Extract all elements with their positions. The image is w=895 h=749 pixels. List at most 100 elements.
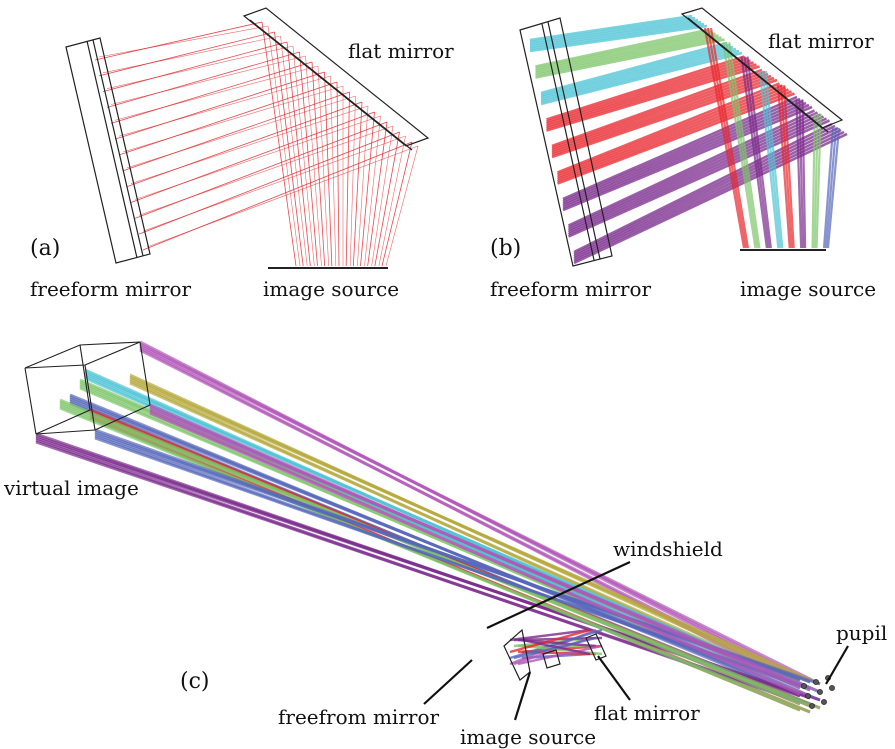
ray — [367, 121, 388, 267]
panel-b-image-source-label: image source — [740, 277, 876, 301]
panel-a-image-source-label: image source — [263, 277, 399, 301]
ray-bundle — [149, 407, 821, 694]
ray — [122, 91, 350, 172]
ray-bundle — [540, 49, 740, 104]
panel-c-flat-mirror-label: flat mirror — [594, 701, 700, 725]
ray-bundle — [813, 113, 819, 249]
panel-c-image-source-label: image source — [460, 725, 596, 749]
panel-c-pupil-points — [801, 675, 835, 709]
ray-bundle — [764, 70, 784, 249]
ray-bundle — [59, 402, 821, 710]
pupil-point — [817, 689, 823, 695]
panel-c-pupil-label: pupil — [836, 621, 887, 645]
ray-bundle — [540, 47, 737, 101]
ray — [349, 95, 356, 267]
ray-bundle — [509, 628, 591, 654]
panel-a-flat-mirror — [242, 7, 430, 151]
ray — [114, 65, 319, 121]
ray — [118, 75, 331, 137]
ray-bundle — [706, 27, 748, 249]
ray — [357, 105, 369, 267]
ray-bundle — [758, 70, 780, 249]
ray — [381, 141, 413, 267]
ray-bundle — [740, 56, 768, 249]
pupil-point — [813, 679, 819, 685]
ray — [292, 45, 315, 267]
ray — [274, 31, 304, 267]
ray — [118, 81, 338, 156]
ray-bundle — [801, 99, 807, 249]
panel-a-rays — [94, 21, 419, 267]
panel-c-virtual-image-box — [24, 341, 151, 435]
ray-bundle — [529, 16, 696, 44]
ray-bundle — [562, 99, 804, 205]
ray-bundle — [567, 113, 822, 232]
ray-bundle — [535, 36, 722, 77]
ray — [261, 21, 297, 267]
ray-bundle — [529, 20, 702, 48]
ray-bundle — [573, 122, 833, 254]
ray-bundle — [567, 109, 816, 227]
ray-bundle — [529, 18, 699, 46]
ray — [114, 71, 325, 140]
ray-bundle — [540, 45, 734, 99]
panel-b-freeform-mirror — [519, 17, 613, 267]
ray — [385, 145, 419, 267]
ray-bundle — [822, 127, 835, 249]
ray — [360, 111, 375, 267]
ray — [305, 55, 322, 267]
ray-bundle — [149, 411, 811, 698]
panel-a: flat mirror (a) freeform mirror image so… — [30, 7, 454, 301]
ray-bundle — [517, 644, 603, 666]
ray-bundle — [551, 74, 772, 154]
ray-bundle — [795, 99, 803, 249]
ray — [142, 135, 406, 232]
ray — [110, 61, 313, 124]
ray — [134, 115, 381, 200]
ray-bundle — [551, 78, 778, 159]
ray — [371, 125, 394, 267]
ray-bundle — [540, 43, 731, 97]
pupil-point — [829, 685, 835, 691]
ray — [336, 81, 340, 267]
ray — [106, 45, 294, 89]
panel-a-freeform-mirror — [65, 37, 151, 264]
ray-bundle — [815, 113, 822, 249]
ray-bundle — [709, 27, 750, 249]
panel-a-flat-mirror-label: flat mirror — [348, 39, 454, 63]
ray — [364, 115, 381, 267]
ray-bundle — [535, 38, 725, 79]
ray-bundle — [811, 113, 816, 249]
panel-b-freeform-mirror-label: freeform mirror — [490, 277, 651, 301]
pupil-point — [809, 703, 815, 709]
panel-c-windshield-label: windshield — [613, 537, 723, 561]
ray-bundle — [562, 95, 798, 201]
ray-bundle — [573, 124, 836, 256]
ray — [130, 111, 375, 203]
panel-c: virtual image windshield (c) freefrom mi… — [3, 340, 887, 749]
ray — [122, 85, 344, 153]
ray-bundle — [573, 126, 839, 258]
ray-bundle — [761, 70, 782, 249]
panel-b: flat mirror (b) freeform mirror image so… — [490, 7, 876, 301]
ray-bundle — [567, 119, 831, 238]
ray-bundle — [777, 85, 791, 249]
ray — [98, 31, 275, 77]
ray-bundle — [826, 127, 841, 249]
ray-bundle — [557, 92, 795, 185]
panel-c-flat-mirror — [585, 633, 607, 661]
panel-b-label: (b) — [490, 236, 521, 261]
ray-bundle — [521, 638, 591, 656]
panel-b-flat-mirror — [680, 7, 844, 133]
ray — [126, 95, 356, 169]
ray-bundle — [551, 68, 763, 148]
ray — [378, 135, 406, 267]
ray — [126, 101, 363, 188]
ray — [110, 55, 306, 105]
ray-bundle — [567, 111, 819, 229]
ray-bundle — [824, 127, 838, 249]
ray-bundle — [529, 14, 693, 42]
ray-bundle — [722, 42, 757, 249]
ray-bundle — [557, 90, 792, 183]
ray-bundle — [129, 377, 821, 686]
